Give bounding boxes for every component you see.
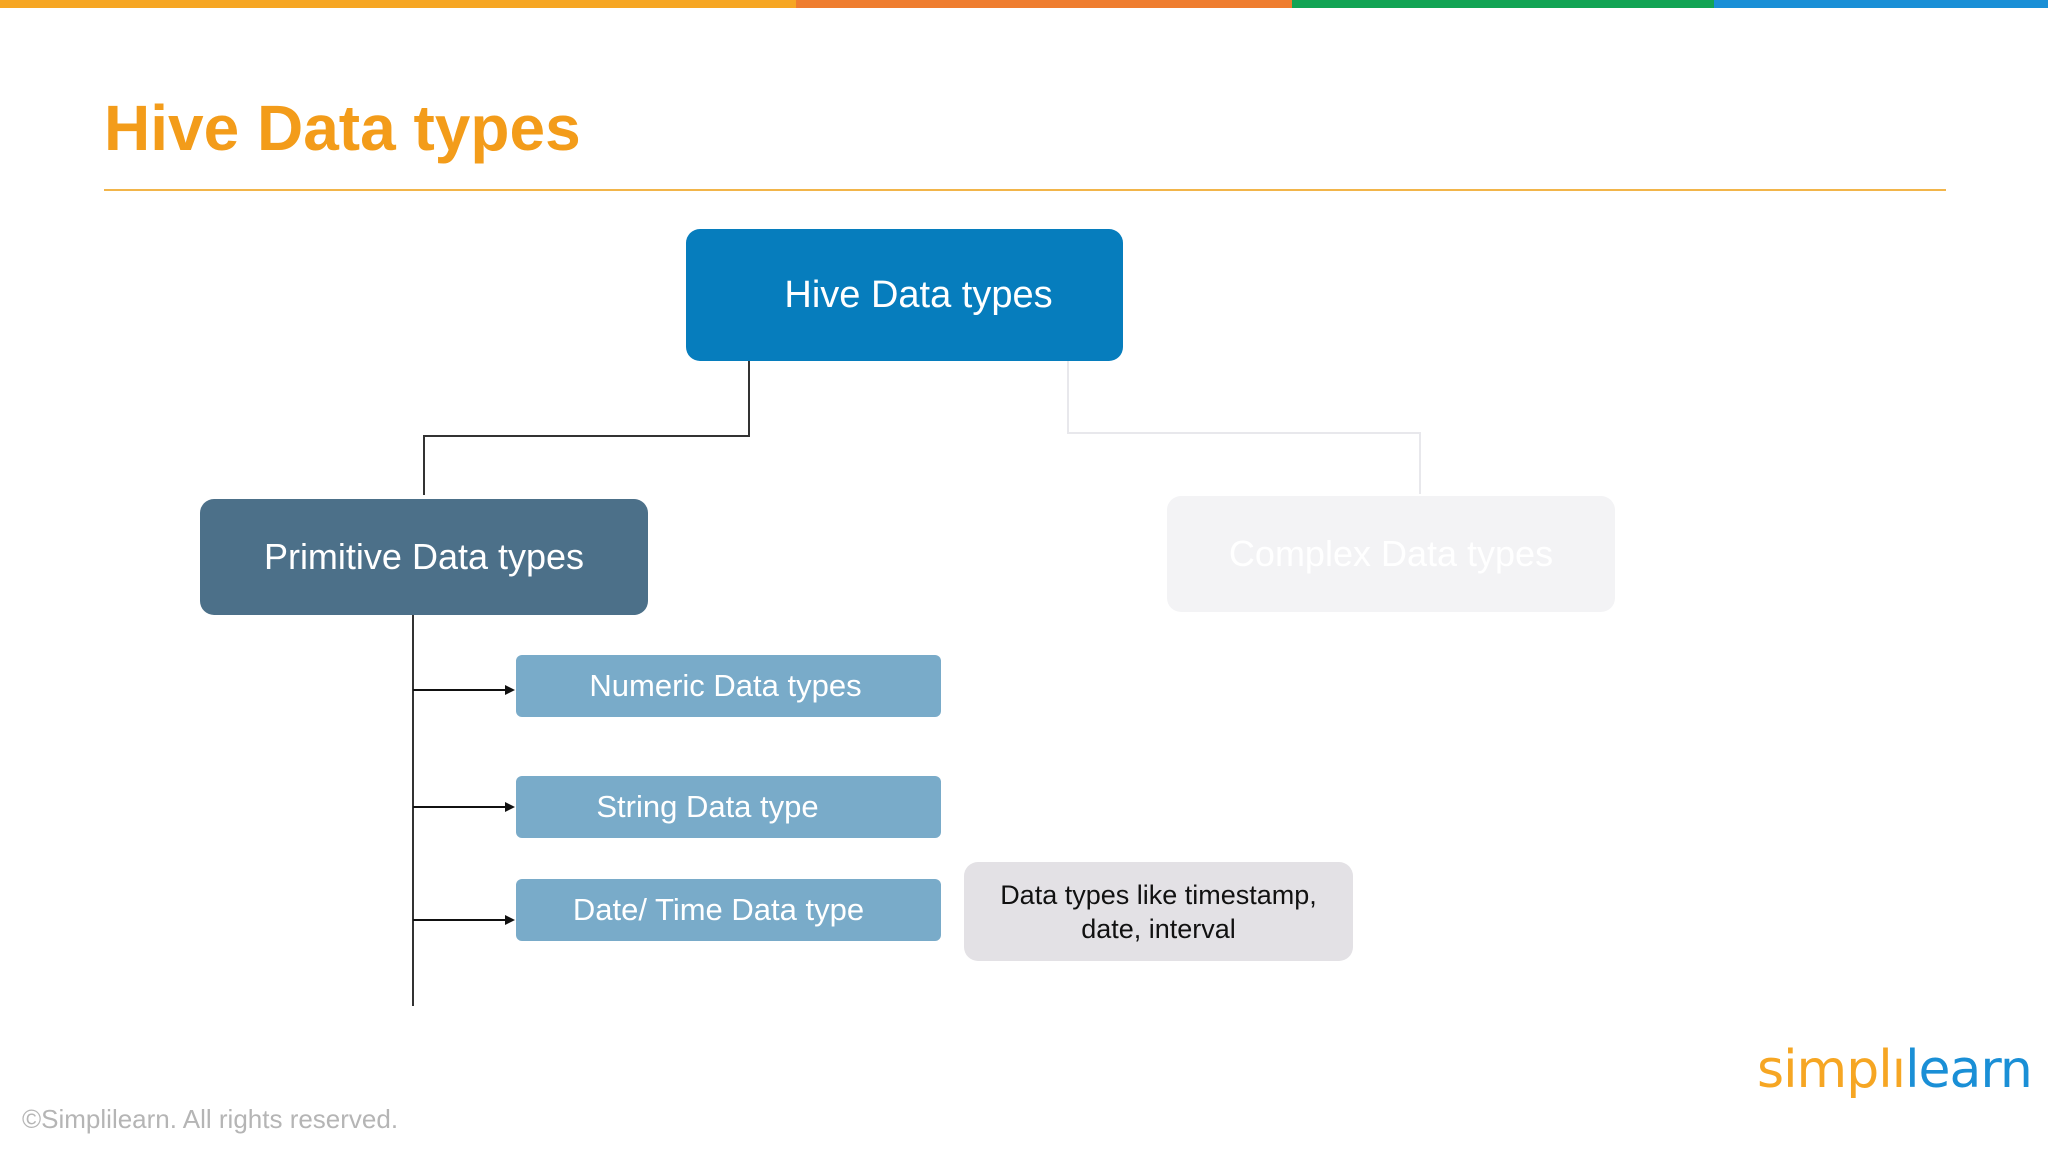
top-bar-segment-red-orange [796, 0, 1292, 8]
top-bar-segment-orange [0, 0, 796, 8]
logo-text-part1: simpl [1757, 1040, 1893, 1100]
page-title: Hive Data types [104, 92, 581, 164]
primitive-data-types-node-label: Primitive Data types [263, 536, 585, 577]
string-data-type-label: String Data type [596, 789, 819, 824]
title-divider [104, 189, 1946, 191]
logo-i-mark: ı [1891, 1040, 1906, 1100]
date-time-data-type-node: Date/ Time Data type [516, 879, 941, 941]
simplilearn-logo: simplılearn [1757, 1040, 2033, 1100]
complex-data-types-node-label: Complex Data types [1228, 533, 1554, 574]
date-time-data-type-label: Date/ Time Data type [572, 892, 865, 927]
date-time-note-text: Data types like timestamp, date, interva… [1000, 879, 1317, 944]
connector-root-to-complex [1067, 361, 1421, 494]
primitive-data-types-node: Primitive Data types [200, 499, 648, 615]
connector-root-to-primitive [423, 361, 750, 495]
string-data-type-node: String Data type [516, 776, 941, 838]
hive-data-types-node-label: Hive Data types [784, 273, 1053, 316]
top-color-bar [0, 0, 2048, 8]
top-bar-segment-green [1292, 0, 1714, 8]
numeric-data-types-label: Numeric Data types [589, 668, 862, 703]
top-bar-segment-blue [1714, 0, 2048, 8]
date-time-note: Data types like timestamp, date, interva… [964, 862, 1353, 961]
complex-data-types-node: Complex Data types [1167, 496, 1615, 612]
copyright-text: ©Simplilearn. All rights reserved. [22, 1104, 399, 1134]
hive-data-types-node: Hive Data types [686, 229, 1123, 361]
logo-text-part2: learn [1905, 1040, 2033, 1100]
numeric-data-types-node: Numeric Data types [516, 655, 941, 717]
